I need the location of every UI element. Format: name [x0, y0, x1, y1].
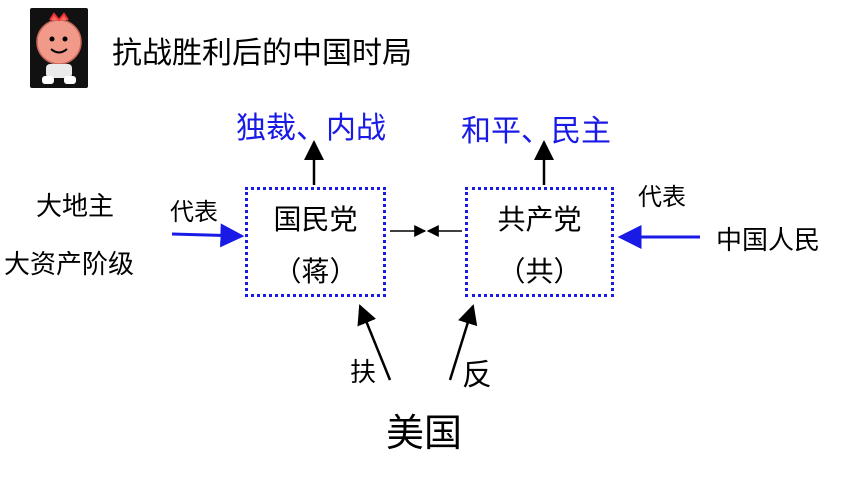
ccp-name: 共产党	[497, 203, 582, 236]
usa-label: 美国	[386, 411, 463, 455]
left-represents-arrow	[171, 223, 245, 248]
kmt-box: 国民党 （蒋）	[245, 187, 386, 297]
support-label: 扶	[350, 358, 377, 388]
usa-support-arrow	[357, 304, 392, 381]
landlord-label: 大地主	[36, 192, 115, 222]
right-represents-label: 代表	[638, 183, 686, 211]
chinese-people-label: 中国人民	[716, 226, 821, 256]
page-title: 抗战胜利后的中国时局	[112, 36, 412, 71]
ccp-leader: （共）	[497, 255, 582, 288]
bourgeoisie-label: 大资产阶级	[4, 250, 135, 280]
kmt-name: 国民党	[273, 203, 358, 236]
ccp-box: 共产党 （共）	[465, 187, 614, 297]
kmt-leader: （蒋）	[273, 255, 358, 288]
left-represents-label: 代表	[170, 198, 218, 226]
mascot-logo-icon	[30, 8, 88, 88]
usa-oppose-arrow	[448, 304, 478, 381]
oppose-label: 反	[462, 358, 492, 393]
